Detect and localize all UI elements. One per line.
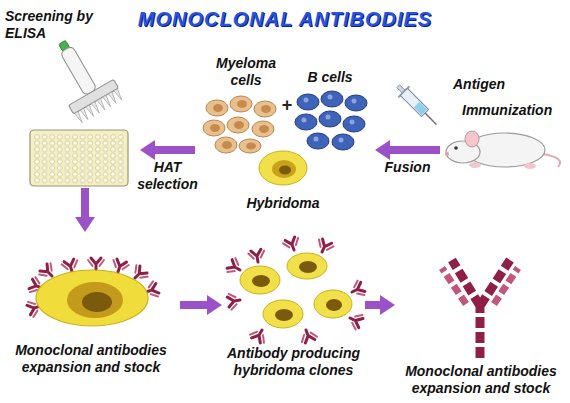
arrow-head bbox=[375, 140, 390, 160]
antibody bbox=[442, 260, 518, 358]
stage-caption: Antigen bbox=[453, 76, 523, 93]
hybridoma-clones bbox=[226, 236, 367, 344]
hybridoma-cell bbox=[259, 151, 307, 185]
stage-caption: Myeloma cells bbox=[210, 55, 282, 89]
arrow-head bbox=[380, 295, 395, 315]
text-slot: Antigen bbox=[453, 76, 523, 93]
stage-caption: B cells bbox=[295, 69, 365, 86]
elisa-plate bbox=[30, 130, 128, 186]
text-slot: Monoclonal antibodies expansion and stoc… bbox=[395, 363, 567, 397]
stage-node: Monoclonal antibodies expansion and stoc… bbox=[395, 235, 567, 400]
arrow-shaft bbox=[389, 146, 440, 154]
text-slot: Antibody producing hybridoma clones bbox=[222, 345, 365, 379]
arrow-shaft bbox=[365, 301, 381, 309]
stage-caption: Immunization bbox=[462, 102, 562, 119]
stage-caption: Monoclonal antibodies expansion and stoc… bbox=[2, 342, 180, 376]
stage-caption: Hybridoma bbox=[238, 195, 328, 212]
antibody-producing-cell bbox=[26, 258, 160, 326]
arrow-head bbox=[207, 295, 222, 315]
myeloma-cells bbox=[203, 96, 276, 153]
arrow-shaft bbox=[180, 301, 208, 309]
arrow-head bbox=[140, 140, 155, 160]
syringe bbox=[393, 81, 442, 130]
edge-label: Fusion bbox=[372, 159, 444, 176]
stage-node: Myeloma cells B cellsHybridoma bbox=[195, 45, 375, 230]
stage-node: Monoclonal antibodies expansion and stoc… bbox=[2, 232, 180, 382]
text-slot: Monoclonal antibodies expansion and stoc… bbox=[2, 342, 180, 376]
text-slot: + bbox=[279, 95, 295, 115]
arrow-head bbox=[75, 217, 95, 232]
pipette bbox=[39, 29, 124, 124]
process-arrow bbox=[180, 295, 222, 315]
arrow-shaft bbox=[81, 188, 89, 218]
stage-caption: Monoclonal antibodies expansion and stoc… bbox=[395, 363, 567, 397]
arrow-shaft bbox=[154, 146, 195, 154]
stage-node: Antibody producing hybridoma clones bbox=[222, 240, 365, 382]
text-slot: Fusion bbox=[372, 159, 444, 176]
text-slot: B cells bbox=[295, 69, 365, 86]
text-slot: Hybridoma bbox=[238, 195, 328, 212]
text-slot: Immunization bbox=[462, 102, 562, 119]
plus-sign: + bbox=[279, 95, 295, 115]
edge-label: HAT selection bbox=[132, 159, 204, 193]
stage-caption: Antibody producing hybridoma clones bbox=[222, 345, 365, 379]
text-slot: HAT selection bbox=[132, 159, 204, 193]
mouse bbox=[445, 131, 560, 169]
process-arrow bbox=[365, 295, 395, 315]
stage-node: AntigenImmunization bbox=[440, 72, 567, 170]
b-cells bbox=[295, 91, 367, 150]
process-arrow bbox=[75, 188, 95, 232]
stage-node: Screening by ELISA bbox=[5, 8, 140, 188]
text-slot: Myeloma cells bbox=[210, 55, 282, 89]
process-arrow bbox=[140, 140, 195, 160]
process-arrow bbox=[375, 140, 440, 160]
stage-caption: Screening by ELISA bbox=[5, 8, 105, 42]
text-slot: Screening by ELISA bbox=[5, 8, 105, 42]
